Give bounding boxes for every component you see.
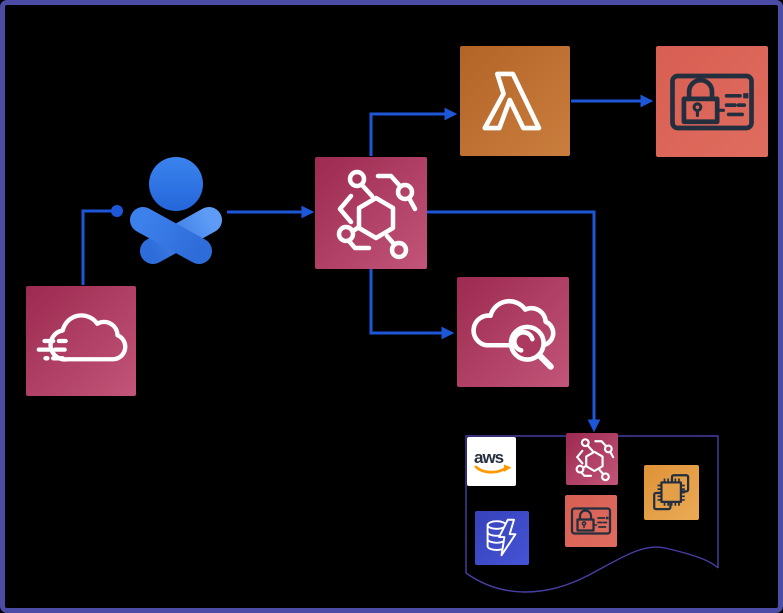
- node-database-accelerator: [475, 511, 529, 565]
- hexagon-network-icon: [321, 163, 421, 263]
- aws-logo: aws: [474, 448, 512, 474]
- database-lightning-icon: [478, 514, 526, 562]
- lambda-icon: [463, 49, 567, 153]
- user-shield-icon: [130, 157, 222, 264]
- chip-frames-icon: [647, 468, 697, 518]
- aws-logo-text: aws: [474, 448, 504, 467]
- node-compute-chip: [644, 465, 699, 520]
- hexagon-network-icon: [568, 435, 616, 483]
- lock-card-icon: [660, 50, 764, 154]
- node-aws-logo: aws: [467, 437, 516, 486]
- aws-logo-smile: [474, 465, 508, 474]
- node-secure-credentials-small: [565, 495, 617, 547]
- connector-layer: [81, 94, 719, 593]
- edge-eventbus-to-lambda: [369, 107, 458, 156]
- edge-eventbus-to-monitoring: [369, 269, 455, 340]
- lock-card-icon: [566, 496, 616, 546]
- node-event-bus-small: [566, 433, 618, 485]
- node-cloud-service: [26, 286, 136, 396]
- aws-logo-smile-tip: [503, 464, 512, 472]
- node-serverless-function: [460, 46, 570, 156]
- junction-dot: [111, 205, 123, 217]
- node-user-identity: [126, 154, 226, 269]
- edge-eventbus-to-group: [427, 210, 601, 433]
- cloud-magnifier-icon: [462, 281, 564, 383]
- node-secure-credentials: [656, 46, 768, 157]
- edge-cloud-to-user: [81, 209, 117, 285]
- cloud-speed-lines-icon: [33, 293, 129, 389]
- node-cloud-monitoring: [457, 277, 569, 387]
- node-event-bus: [315, 157, 427, 269]
- aws-group-wave: [465, 546, 719, 593]
